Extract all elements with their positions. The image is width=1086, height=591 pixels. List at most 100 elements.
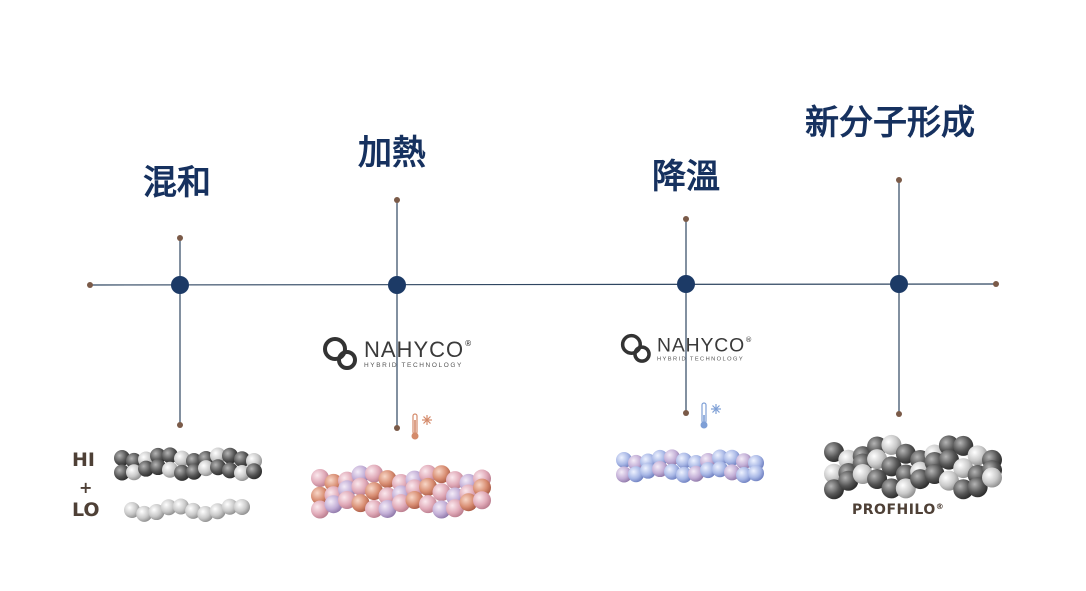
molecule-bead: [324, 473, 343, 492]
molecule-bead: [724, 464, 740, 481]
molecule-bead: [150, 447, 166, 464]
molecule-bead: [473, 478, 491, 497]
registered-mark: ®: [745, 335, 753, 344]
molecule-bead: [138, 460, 154, 477]
molecule-bead: [881, 478, 902, 499]
molecule-bead: [365, 499, 383, 518]
molecule-bead: [419, 464, 437, 483]
molecule-bead: [338, 491, 356, 510]
molecule-bead: [967, 477, 988, 498]
molecule-bead: [198, 460, 214, 477]
molecule-bead: [210, 459, 226, 476]
molecule-bead: [172, 498, 189, 515]
molecule-bead: [162, 447, 178, 464]
molecule-bead: [160, 499, 177, 516]
stage2-node: [388, 276, 406, 294]
stage3-top-dot: [683, 216, 689, 222]
stage4-bottom-dot: [896, 411, 902, 417]
molecule-bead: [628, 454, 644, 471]
nahyco-brand: NAHYCO: [364, 337, 465, 362]
molecule-bead: [185, 502, 202, 519]
molecule-bead: [378, 499, 397, 518]
molecule-bead: [324, 495, 343, 514]
molecule-bead: [174, 464, 190, 481]
molecule-bead: [126, 452, 142, 469]
stage1-top-dot: [177, 235, 183, 241]
nahyco-logo-heat: NAHYCO® HYBRID TECHNOLOGY: [322, 336, 472, 372]
molecule-bead: [148, 504, 165, 521]
molecule-bead: [824, 479, 844, 500]
molecule-bead: [616, 466, 632, 483]
molecule-bead: [676, 466, 692, 483]
stage1-node: [171, 276, 189, 294]
molecule-bead: [405, 491, 424, 510]
molecule-chain-cooled-icon: [616, 449, 764, 483]
molecule-bead: [432, 483, 451, 502]
molecule-bead: [953, 435, 974, 456]
molecule-bead: [867, 469, 888, 490]
molecule-bead: [234, 464, 250, 481]
nahyco-tagline: HYBRID TECHNOLOGY: [364, 362, 463, 369]
molecule-bead: [136, 505, 153, 522]
molecule-bead: [736, 466, 752, 483]
molecule-bead: [246, 463, 262, 480]
molecule-bead: [736, 453, 752, 470]
molecule-bead: [688, 465, 704, 482]
thermometer-cold-icon: [699, 401, 725, 435]
stage2-bottom-dot: [394, 425, 400, 431]
molecule-bead: [748, 465, 764, 482]
molecule-bead: [652, 461, 668, 478]
molecule-bead: [221, 498, 238, 515]
molecule-bead: [378, 470, 397, 489]
stage-label-mix: 混和: [143, 163, 211, 203]
stage1-bottom-dot: [177, 422, 183, 428]
stage4-top-dot: [896, 177, 902, 183]
link-logo-icon: [620, 333, 651, 363]
molecule-bead: [311, 469, 329, 487]
molecule-bead: [712, 461, 728, 478]
link-logo-icon: [323, 337, 357, 370]
molecule-bead: [234, 498, 250, 515]
molecule-bead: [676, 452, 692, 469]
molecule-bead: [126, 464, 142, 481]
stage-label-heat: 加熱: [358, 133, 426, 173]
molecule-bead: [210, 447, 226, 464]
molecule-bead: [446, 499, 464, 518]
stage-label-new-molecule: 新分子形成: [805, 103, 975, 143]
molecule-bead: [311, 486, 329, 505]
molecule-bead: [365, 482, 383, 501]
molecule-chain-hi-icon: [114, 447, 262, 481]
molecule-bead: [392, 494, 410, 513]
molecule-chain-lo-icon: [124, 498, 250, 522]
molecule-bead: [222, 447, 238, 464]
timeline-axis: [89, 283, 997, 286]
plus-label: +: [79, 478, 93, 497]
molecule-bead: [724, 449, 740, 466]
molecule-bead: [700, 462, 716, 479]
molecule-bead: [664, 449, 680, 466]
molecule-bead: [197, 505, 214, 522]
thermometer-heat-icon: [410, 412, 436, 446]
nahyco-tagline: HYBRID TECHNOLOGY: [656, 355, 745, 363]
molecule-bead: [222, 462, 238, 479]
molecule-bead: [881, 434, 902, 455]
molecule-bead: [114, 464, 130, 481]
registered-mark: ®: [464, 339, 473, 348]
molecule-bead: [616, 452, 632, 468]
molecule-bead: [311, 500, 329, 519]
stage3-node: [677, 275, 695, 293]
molecule-bead: [652, 449, 668, 466]
molecule-bead: [419, 495, 437, 514]
molecule-bead: [459, 493, 478, 512]
molecule-bead: [162, 461, 178, 478]
nahyco-logo-cool: NAHYCO® HYBRID TECHNOLOGY: [620, 333, 752, 365]
molecule-bead: [351, 477, 370, 496]
molecule-bead: [640, 462, 656, 479]
molecule-bead: [895, 478, 916, 499]
axis-start-dot: [87, 282, 93, 288]
molecule-bead: [124, 502, 140, 518]
molecule-bead: [712, 449, 728, 466]
molecule-chain-profhilo-icon: [824, 434, 1002, 500]
molecule-bead: [446, 471, 464, 490]
